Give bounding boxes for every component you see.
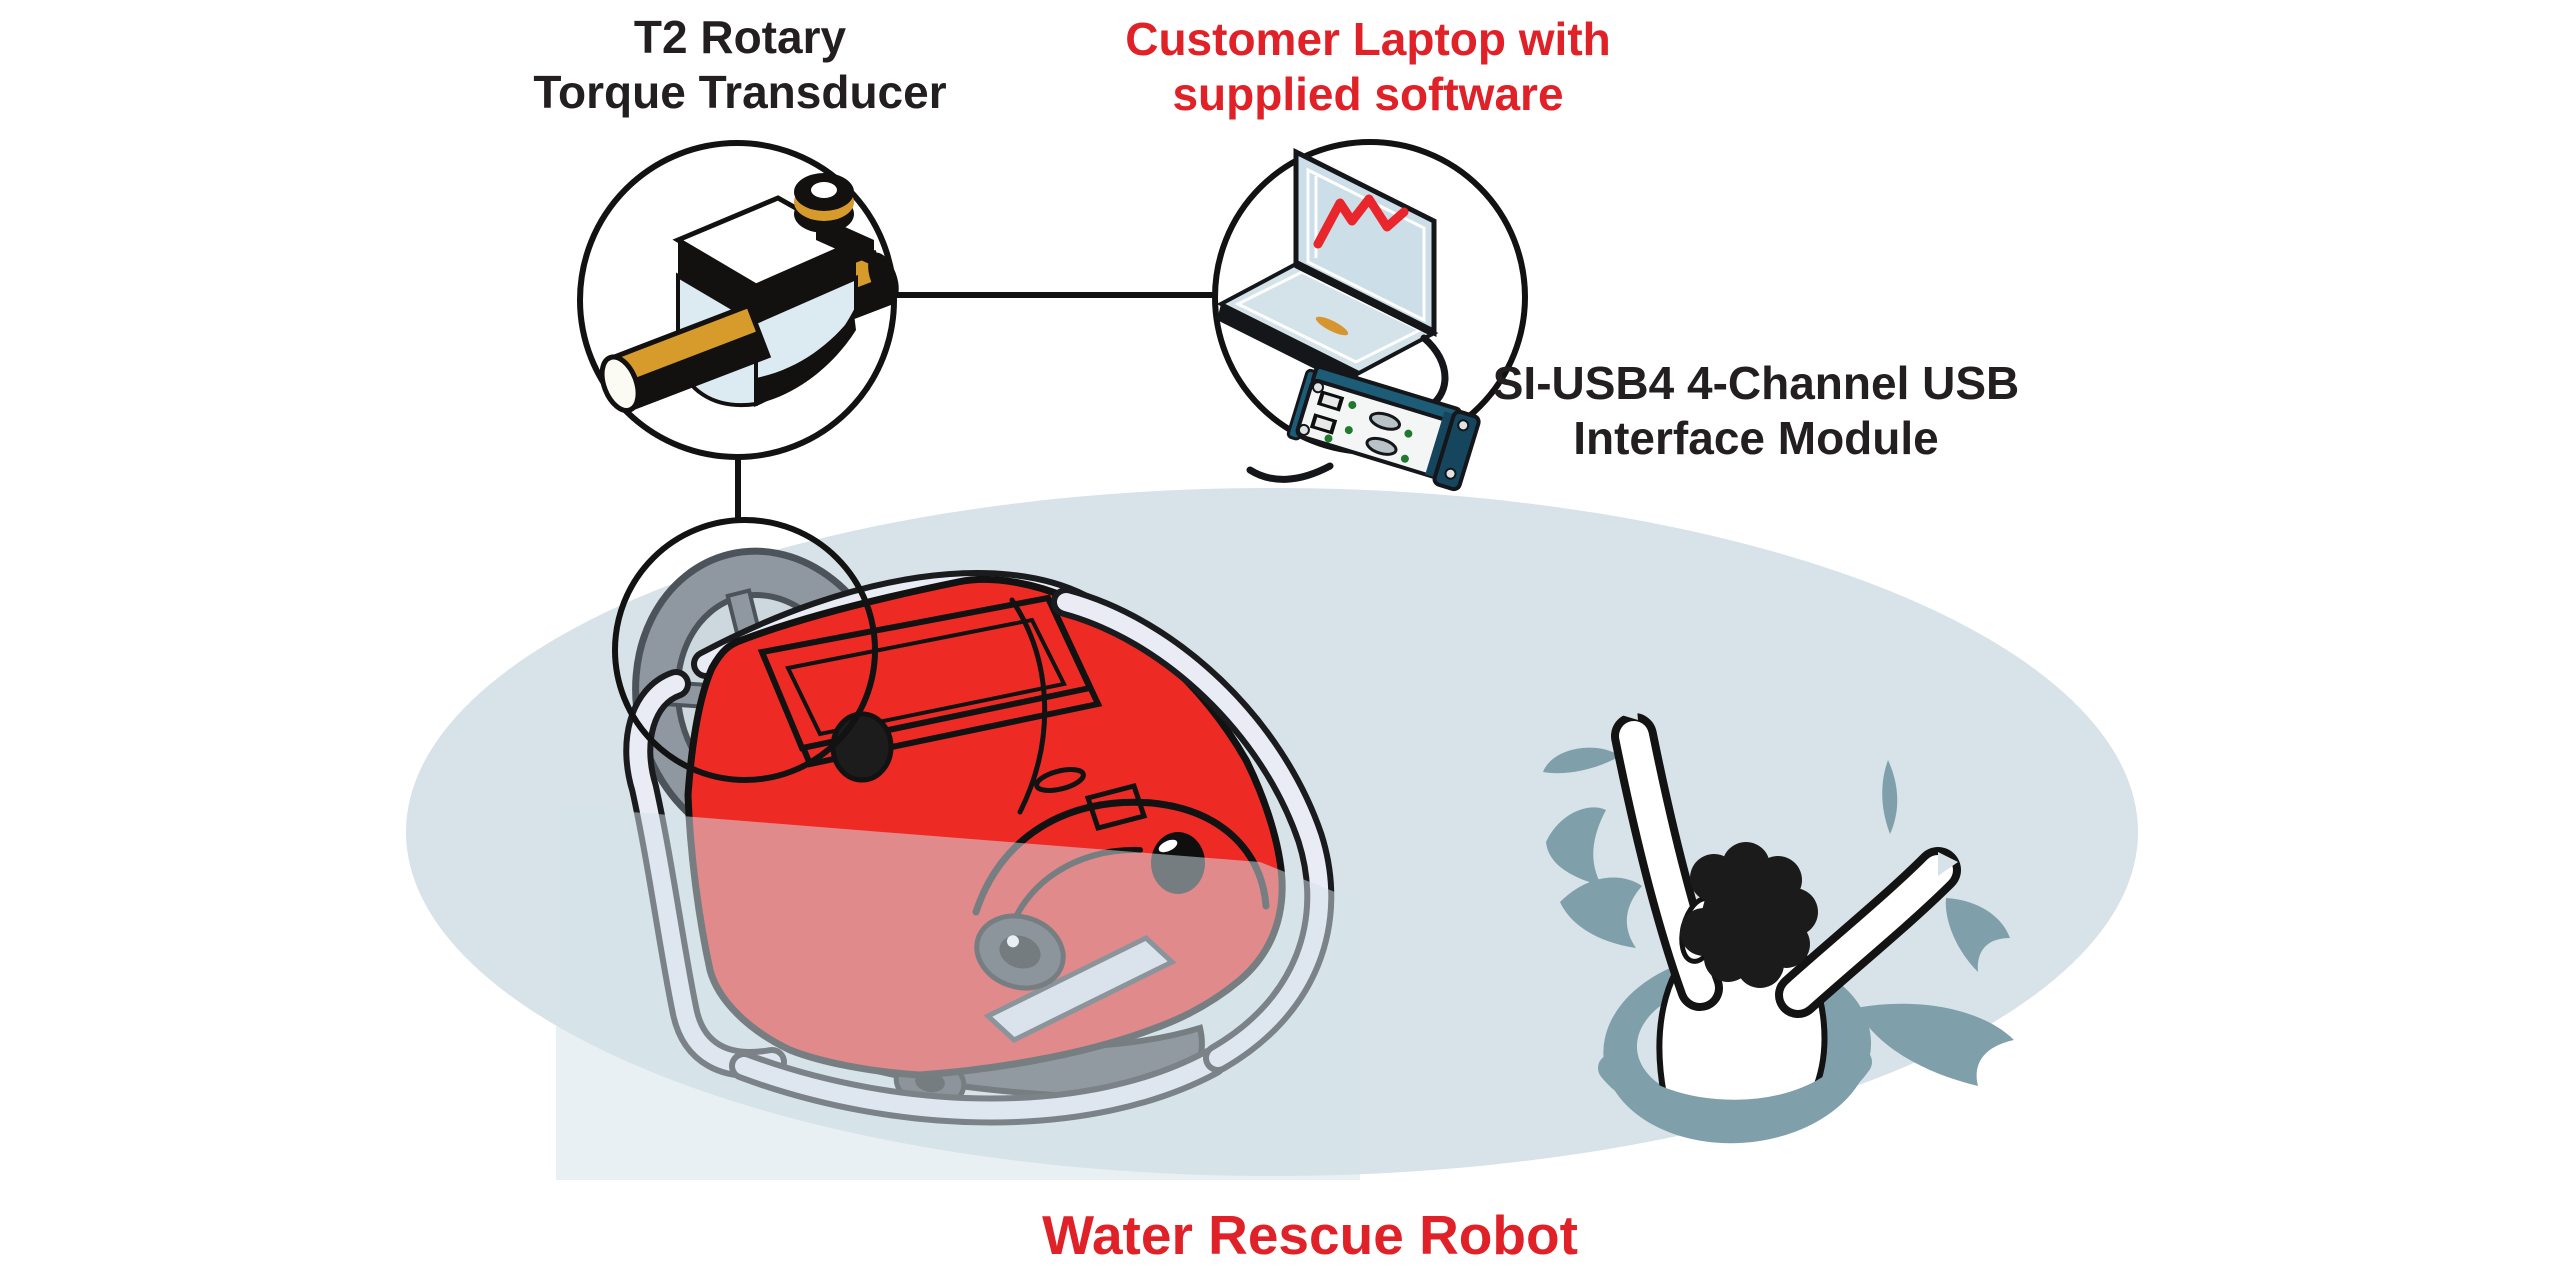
laptop-icon	[1216, 147, 1481, 492]
transducer-label: T2 Rotary Torque Transducer	[533, 11, 947, 119]
water-rescue-robot-icon	[556, 547, 1360, 1180]
diagram-title: Water Rescue Robot	[1042, 1204, 1578, 1266]
usb-cable-out	[1246, 462, 1334, 483]
robot-waterline-overlay	[556, 806, 1360, 1180]
wheel-callout-circle	[612, 517, 878, 783]
torque-transducer-icon	[599, 173, 899, 414]
transducer-left-shaft	[599, 302, 772, 414]
person-head	[1679, 842, 1818, 988]
usb-module-label: SI-USB4 4-Channel USB Interface Module	[1492, 357, 2020, 465]
robot-dome	[830, 711, 894, 783]
robot-vents	[1034, 767, 1148, 832]
torque-chart-line	[1313, 194, 1409, 249]
laptop-label: Customer Laptop with supplied software	[1125, 13, 1611, 121]
drowning-person-icon	[1543, 698, 2014, 1144]
splash-icon	[1543, 747, 2014, 1086]
ripple-front-arc	[1598, 1048, 1872, 1128]
usb-interface-module-icon	[1286, 365, 1481, 492]
transducer-connector	[794, 173, 874, 266]
